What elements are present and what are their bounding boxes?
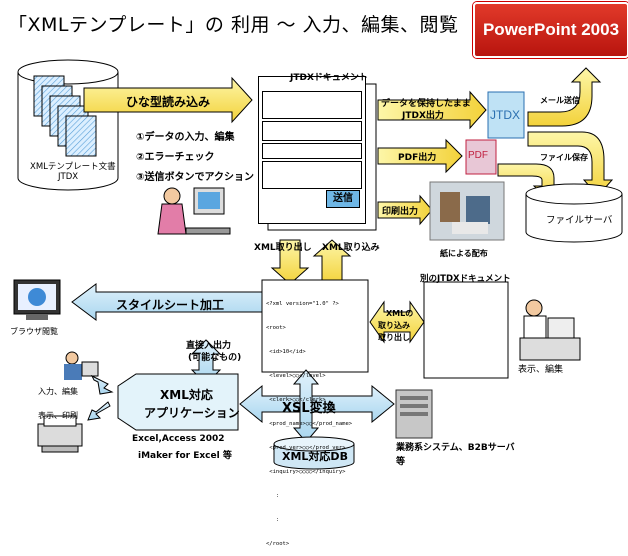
jtdx-output-label: JTDX出力 [402, 111, 444, 121]
mail-send-label: メール送信 [540, 96, 580, 105]
other-jtdx-title: 別のJTDXドキュメント [420, 274, 511, 284]
file-save-label: ファイル保存 [540, 153, 588, 162]
jtdx-output-arrow [377, 90, 487, 130]
xml-code-line: <?xml version="1.0" ?> [266, 301, 339, 307]
file-server-label: ファイルサーバ [546, 215, 613, 226]
browser-view-label: ブラウザ閲覧 [10, 327, 58, 336]
xml-in-arrow [312, 239, 352, 285]
send-button[interactable]: 送信 [326, 190, 360, 208]
xml-code-line: <level>○○</level> [266, 373, 326, 379]
xml-out-label: XML取り出し [254, 243, 312, 253]
xml-right-top-label: XMLの [386, 309, 414, 318]
xml-code-block: <?xml version="1.0" ?> <root> <id>10</id… [266, 284, 352, 556]
template-doc-format: JTDX [58, 172, 79, 182]
xml-code-line: <id>10</id> [266, 349, 306, 355]
step-1: ①データの入力、編集 [136, 132, 235, 143]
load-template-label: ひな型読み込み [126, 95, 211, 109]
page-title: 「XMLテンプレート」の 利用 〜 入力、編集、閲覧 [8, 14, 459, 36]
jtdx-document [258, 76, 366, 224]
jtdx-file-icon-label: JTDX [490, 108, 520, 122]
direct-io-label-1: 直接入出力 [186, 341, 232, 351]
xsl-transform-label: XSL変換 [282, 401, 336, 416]
pdf-file-icon-label: PDF [468, 150, 488, 161]
xml-code-line: : [266, 493, 280, 499]
business-system-2: 等 [396, 457, 406, 467]
paper-distribution-label: 紙による配布 [440, 249, 488, 258]
xml-code-line: : [266, 517, 280, 523]
xml-code-line: <prod_name>○○</prod_name> [266, 421, 353, 427]
xml-db-label: XML対応DB [282, 450, 348, 463]
xml-code-line: <prod_ver>○○</prod_ver> [266, 445, 346, 451]
save-with-data-label: データを保持したまま [381, 99, 471, 109]
xml-right-out-label: 取り出し [378, 333, 410, 342]
xml-app-label-1: XML対応 [160, 388, 213, 402]
step-2: ②エラーチェック [136, 152, 215, 163]
xml-out-arrow [270, 239, 310, 285]
xml-code-line: <clerk>○○</clerk> [266, 397, 326, 403]
display-edit-label: 表示、編集 [518, 365, 564, 375]
print-output-label: 印刷出力 [382, 207, 419, 217]
xml-in-label: XML取り込み [322, 243, 380, 253]
business-system-1: 業務系システム、B2Bサーバ [396, 443, 515, 453]
file-server-cylinder [525, 183, 623, 243]
xml-code-line: <root> [266, 325, 286, 331]
input-edit-label: 入力、編集 [38, 387, 78, 396]
template-doc-label: XMLテンプレート文書 [30, 162, 116, 172]
pdf-output-arrow [377, 138, 463, 174]
app-examples-2: iMaker for Excel 等 [138, 451, 232, 461]
direct-io-label-2: (可能なもの) [188, 353, 242, 363]
stylesheet-label: スタイルシート加工 [116, 298, 225, 312]
load-template-arrow [83, 76, 253, 124]
xsl-arrow [239, 384, 395, 424]
xml-app-banner [117, 373, 239, 431]
xml-app-label-2: アプリケーション [144, 406, 240, 420]
pdf-output-label: PDF出力 [398, 153, 437, 163]
xml-right-in-label: 取り込み [378, 321, 410, 330]
xml-code-line: <inquiry>○○○○</inquiry> [266, 469, 346, 475]
step-3: ③送信ボタンでアクション [136, 172, 254, 183]
mail-arrow [527, 67, 602, 127]
display-print-label: 表示、印刷 [38, 411, 78, 420]
xml-db-cylinder [273, 436, 355, 470]
stylesheet-arrow [71, 283, 263, 321]
print-output-arrow [377, 194, 433, 226]
jtdx-document-title: JTDXドキュメント [290, 73, 368, 83]
app-examples-1: Excel,Access 2002 [132, 434, 225, 444]
xml-code-line: </root> [266, 541, 290, 547]
